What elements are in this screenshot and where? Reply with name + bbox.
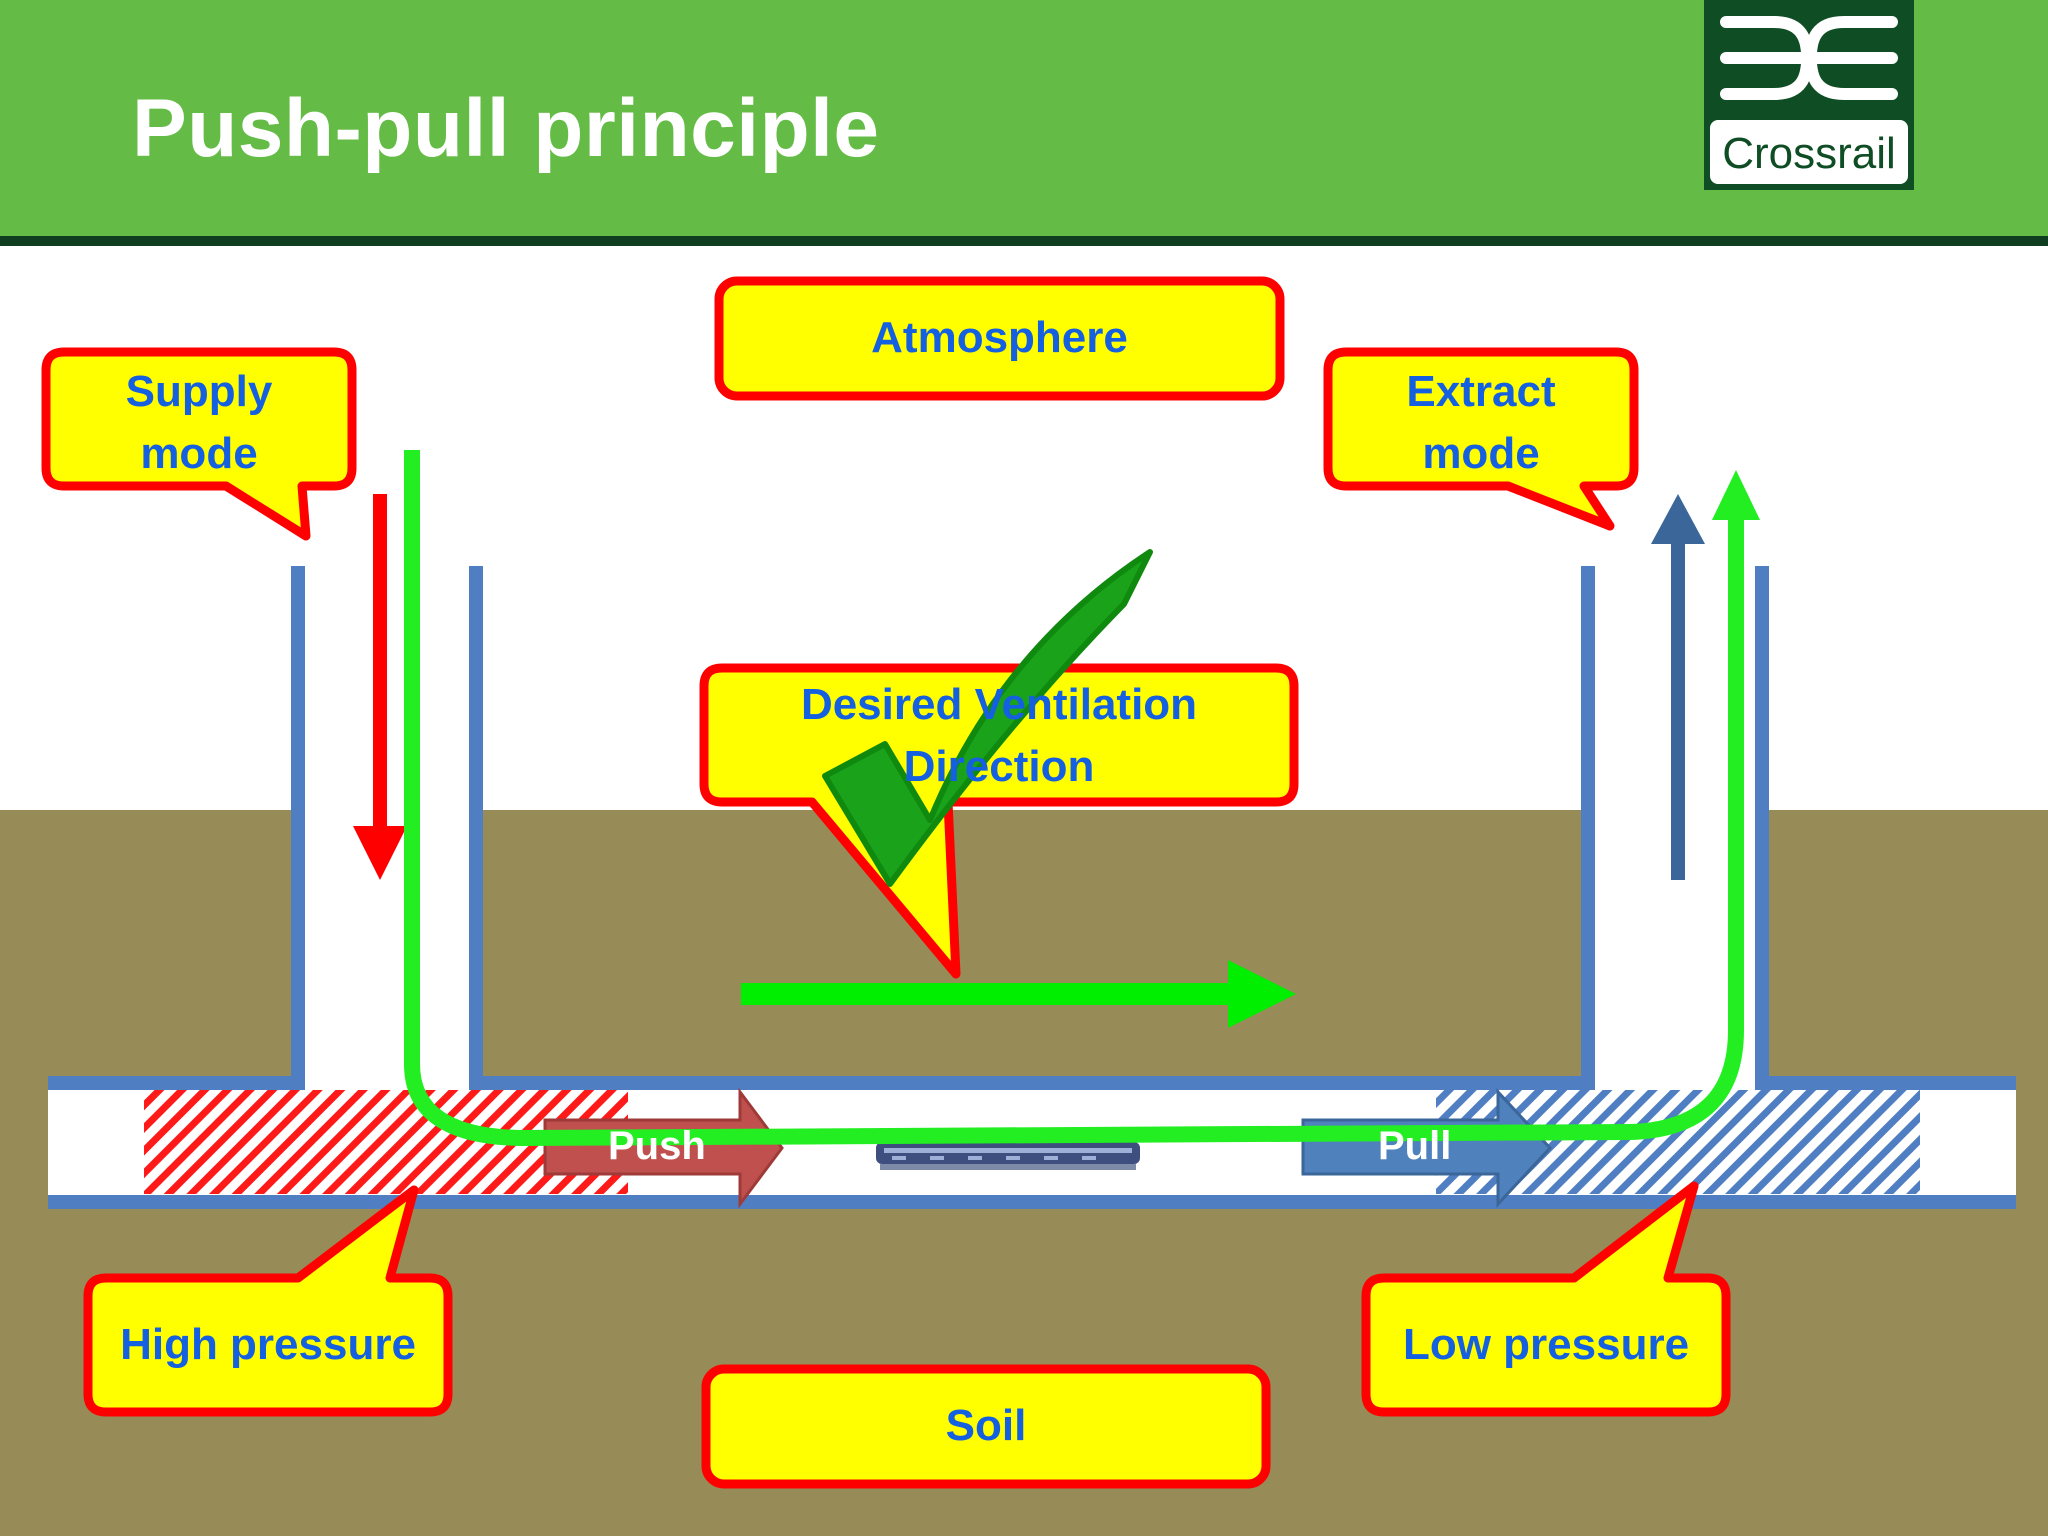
pull-label: Pull — [1378, 1124, 1452, 1168]
supply-arrow — [353, 494, 407, 880]
low-pressure-callout — [1361, 1181, 1731, 1417]
extract-mode-callout — [1323, 347, 1639, 531]
extract-mode-label-line2: mode — [1422, 429, 1540, 478]
soil-callout — [701, 1364, 1271, 1489]
push-arrow — [543, 1087, 784, 1209]
atmosphere-label: Atmosphere — [871, 313, 1128, 362]
check-mark-icon — [822, 549, 1153, 887]
high-pressure-callout — [83, 1185, 453, 1417]
airflow-path — [404, 450, 1744, 1146]
low-pressure-label: Low pressure — [1402, 1320, 1690, 1369]
pull-arrow — [1301, 1088, 1553, 1208]
train-icon — [876, 1142, 1140, 1170]
push-label: Push — [608, 1124, 706, 1168]
soil-label: Soil — [945, 1401, 1027, 1450]
crossrail-logo: Crossrail — [1704, 0, 1914, 190]
structure-walls — [48, 566, 2016, 1209]
logo-wordmark: Crossrail — [1722, 129, 1896, 178]
desired-direction-label-line1: Desired Ventilation — [800, 680, 1198, 729]
airflow-arrowhead — [1712, 470, 1760, 520]
supply-mode-callout — [41, 347, 357, 541]
supply-mode-label-line1: Supply — [125, 367, 273, 416]
extract-mode-label-line1: Extract — [1406, 367, 1556, 416]
desired-direction-arrow — [741, 960, 1296, 1028]
desired-direction-callout — [699, 663, 1299, 979]
slide-header: Push-pull principle Crossrail — [0, 0, 2048, 246]
extract-arrow — [1651, 494, 1705, 880]
atmosphere-callout — [714, 276, 1285, 401]
slide-title: Push-pull principle — [132, 83, 880, 174]
supply-mode-label-line2: mode — [140, 429, 258, 478]
high-pressure-label: High pressure — [120, 1320, 416, 1369]
desired-direction-label-line2: Direction — [903, 742, 1095, 791]
